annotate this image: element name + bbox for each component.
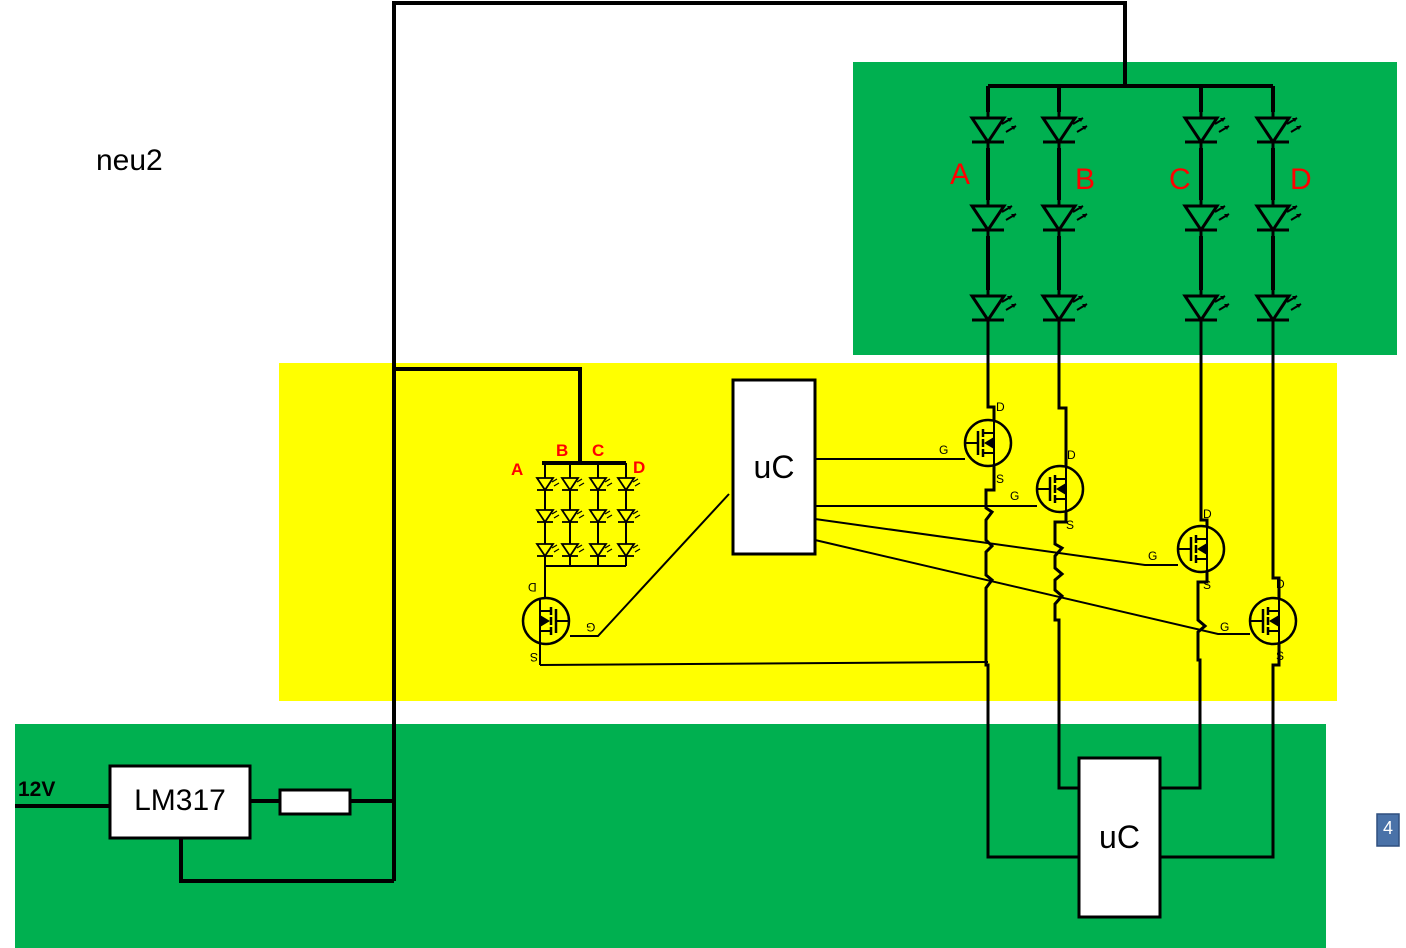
big-led-label-a: A: [950, 158, 971, 191]
small-led-label-b: B: [556, 441, 569, 460]
pin-label-gate: G: [1010, 489, 1020, 503]
supply-input-label: 12V: [18, 778, 56, 801]
pin-label-source: S: [996, 472, 1005, 486]
lm317-box: [108, 764, 252, 840]
pin-label-drain: D: [1067, 448, 1076, 462]
pin-label-source: S: [1066, 518, 1075, 532]
pin-label-gate: G: [1220, 620, 1230, 634]
big-led-label-d: D: [1290, 163, 1312, 196]
small-led-label-d: D: [633, 458, 646, 477]
upper-uc-box: [731, 378, 817, 556]
pin-label-gate: G: [1148, 549, 1158, 563]
upper-uc-label: uC: [753, 449, 795, 485]
pin-label-gate: G: [939, 443, 949, 457]
big-led-label-c: C: [1169, 163, 1191, 196]
small-led-label-a: A: [511, 460, 524, 479]
pin-label-source: S: [1203, 578, 1212, 592]
small-led-strings: [536, 461, 641, 598]
page-badge-label: 4: [1382, 818, 1393, 838]
pin-label-source: S: [530, 650, 539, 664]
big-led-strings: [970, 110, 1303, 328]
big-led-label-b: B: [1075, 163, 1096, 196]
small-led-label-c: C: [592, 441, 605, 460]
regulator-label: LM317: [134, 784, 226, 817]
resistor: [278, 788, 352, 816]
page-title: neu2: [96, 144, 163, 177]
gate-wires: [539, 458, 1250, 666]
pin-label-drain: D: [1203, 507, 1212, 521]
supply-wires: [15, 1, 1275, 883]
pin-label-drain: D: [528, 580, 537, 594]
led-board-region: [853, 62, 1397, 355]
pin-label-gate: G: [586, 620, 596, 634]
lower-uc-label: uC: [1099, 819, 1140, 855]
channel-wires: [984, 326, 1281, 859]
pin-label-source: S: [1276, 649, 1285, 663]
pin-label-drain: D: [996, 400, 1005, 414]
lower-uc-box: [1077, 756, 1162, 919]
pin-label-drain: D: [1276, 577, 1285, 591]
page-badge: [1376, 813, 1400, 847]
